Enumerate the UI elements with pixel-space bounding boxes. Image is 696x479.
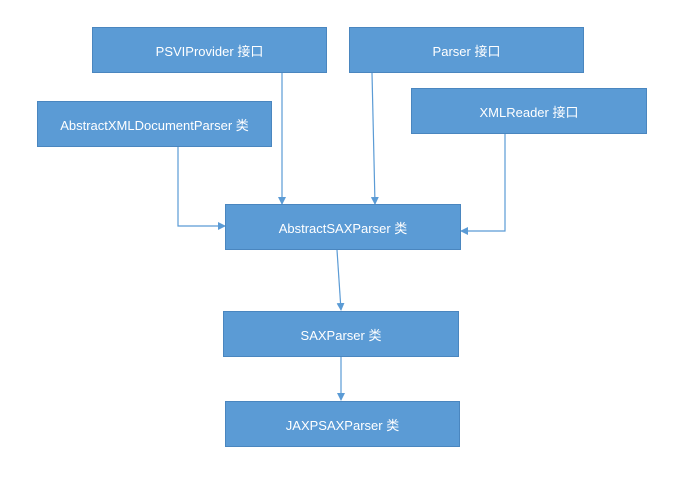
- jaxp-sax-parser-class-node: JAXPSAXParser 类: [225, 401, 460, 447]
- node-label: AbstractXMLDocumentParser 类: [60, 117, 249, 133]
- node-label: SAXParser 类: [300, 327, 382, 343]
- node-label: JAXPSAXParser 类: [285, 417, 400, 433]
- abstract-sax-parser-class-node: AbstractSAXParser 类: [225, 204, 461, 250]
- parser-interface-node: Parser 接口: [349, 27, 584, 73]
- sax-parser-class-node: SAXParser 类: [223, 311, 459, 357]
- edge-abstractxmldocumentparser-to-abstractsaxparser: [177, 147, 226, 230]
- node-label: Parser 接口: [432, 43, 501, 59]
- edge-xmlreader-to-abstractsaxparser: [460, 133, 506, 235]
- xmlreader-interface-node: XMLReader 接口: [411, 88, 647, 134]
- edge-abstractsaxparser-to-saxparser: [336, 249, 345, 311]
- psviprovider-interface-node: PSVIProvider 接口: [92, 27, 327, 73]
- node-label: XMLReader 接口: [479, 104, 579, 120]
- node-label: AbstractSAXParser 类: [278, 220, 408, 236]
- node-label: PSVIProvider 接口: [155, 43, 264, 59]
- edge-parser-to-abstractsaxparser: [370, 72, 379, 205]
- abstract-xml-document-parser-class-node: AbstractXMLDocumentParser 类: [37, 101, 272, 147]
